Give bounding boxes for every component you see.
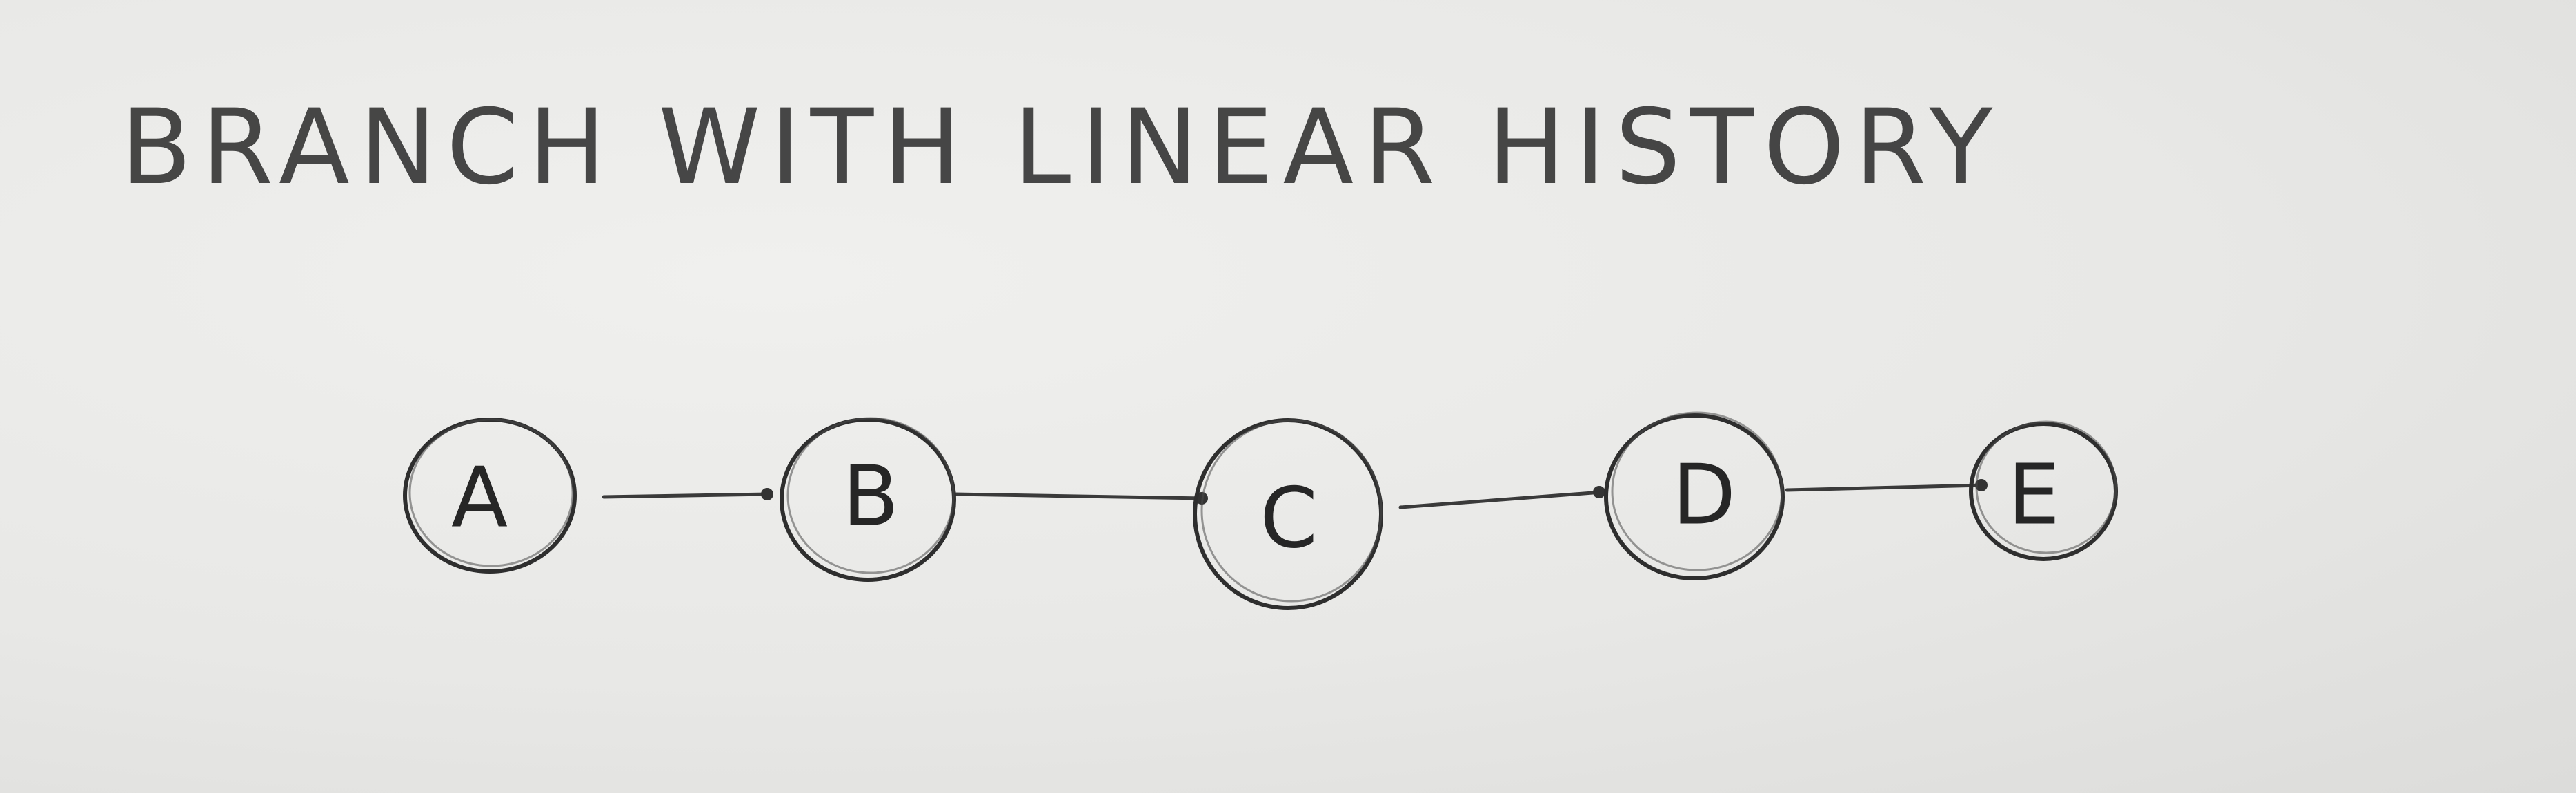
edge-group — [602, 479, 1988, 509]
commit-circle-overstroke — [408, 418, 574, 567]
commit-label-e: E — [2008, 448, 2060, 544]
arrow-head-d-e — [1975, 479, 1988, 491]
edge-a-b — [602, 492, 771, 499]
edge-c-d — [1398, 490, 1604, 509]
arrow-head-c-d — [1593, 486, 1605, 498]
arrow-head-a-b — [761, 488, 773, 500]
commit-node-b: B — [780, 417, 956, 582]
edge-b-c — [952, 492, 1206, 500]
commit-circle-overstroke — [1200, 419, 1383, 603]
commit-label-c: C — [1260, 471, 1318, 567]
commit-node-a: A — [403, 418, 577, 574]
commit-circle-overstroke — [786, 417, 955, 574]
commit-label-a: A — [451, 451, 508, 547]
commit-node-d: D — [1604, 411, 1785, 580]
edge-d-e — [1785, 483, 1985, 492]
commit-label-b: B — [842, 449, 899, 545]
commit-circle-overstroke — [1975, 420, 2117, 554]
commit-node-e: E — [1969, 420, 2118, 561]
commit-circle-overstroke — [1611, 411, 1783, 571]
diagram-title: BRANCH WITH LINEAR HISTORY — [121, 88, 2002, 208]
commit-node-c: C — [1193, 418, 1383, 610]
commit-label-d: D — [1672, 448, 1736, 544]
